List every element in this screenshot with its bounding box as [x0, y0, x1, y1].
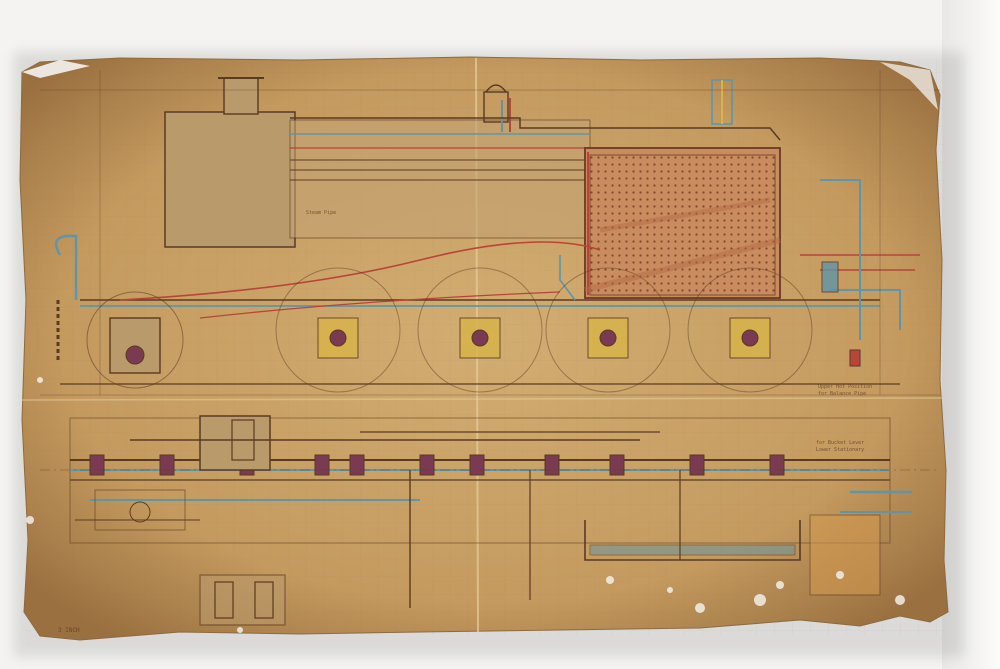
note-bucket-lever: for Bucket Lever [816, 440, 865, 446]
note-balance-pipe: for Balance Pipe [818, 391, 867, 397]
elevation-view [40, 70, 940, 396]
canvas-edge [942, 0, 1000, 669]
corner-note: 3 INCH [58, 627, 80, 634]
note-upper-hot-position: Upper Hot Position [818, 384, 873, 390]
plan-view [40, 415, 940, 626]
note-lower-stationary: Lower Stationary [816, 447, 865, 453]
note-steam-pipe: Steam Pipe [306, 210, 337, 216]
paper-wear [26, 377, 905, 633]
